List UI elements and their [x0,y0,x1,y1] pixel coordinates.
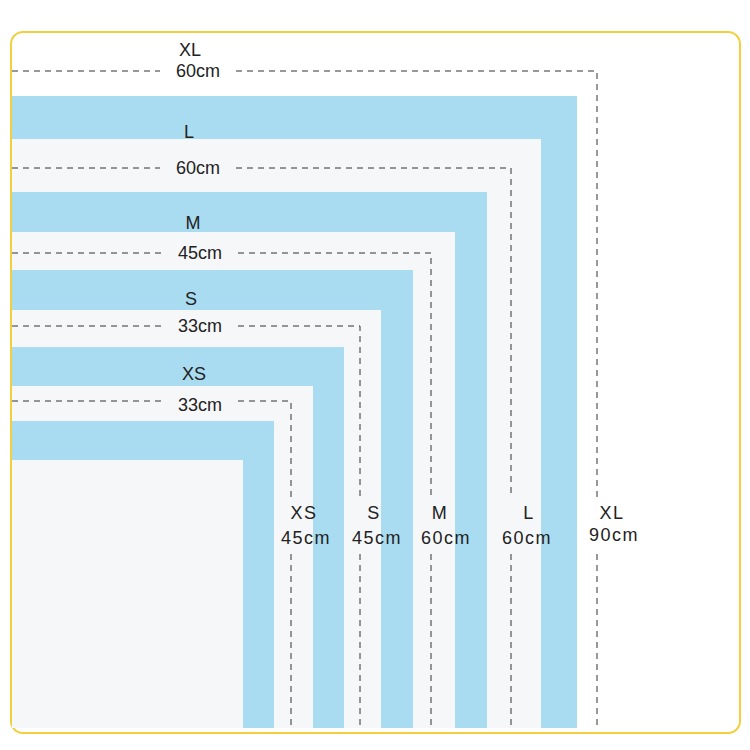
pad-xs-core [12,460,243,728]
dimension-label: 90cm [589,525,639,546]
pad-s [12,347,344,728]
size-name: XS [290,503,317,524]
dimension-label: 45cm [352,528,402,549]
dimension-label: 60cm [176,61,220,82]
pad-xs [12,421,274,728]
dimension-line [12,326,360,728]
size-name: XL [179,40,201,61]
dimension-line [12,168,511,728]
size-name: M [432,503,449,524]
pad-m-core [12,310,381,728]
dimension-lines [12,71,597,728]
dimension-label: 60cm [421,528,471,549]
frame [11,32,740,733]
size-name: S [367,503,381,524]
dimension-label: 33cm [178,395,222,416]
pad-m [12,270,413,728]
size-name: XL [599,503,624,524]
pad-l-core [12,232,455,728]
dimension-label: 45cm [178,243,222,264]
pad-s-core [12,386,313,728]
size-name: L [184,122,194,143]
pads [12,96,577,728]
pad-xl-core [12,139,541,728]
dimension-line [12,401,291,728]
dimension-line [12,71,597,728]
size-name: L [523,503,535,524]
dimension-line [12,253,431,728]
size-name: M [186,213,201,234]
dimension-label: 60cm [176,158,220,179]
dimension-label: 60cm [502,528,552,549]
dimension-label: 33cm [178,316,222,337]
size-name: XS [182,364,206,385]
pad-l [12,192,487,728]
dimension-label: 45cm [281,528,331,549]
pad-xl [12,96,577,728]
size-name: S [185,289,197,310]
